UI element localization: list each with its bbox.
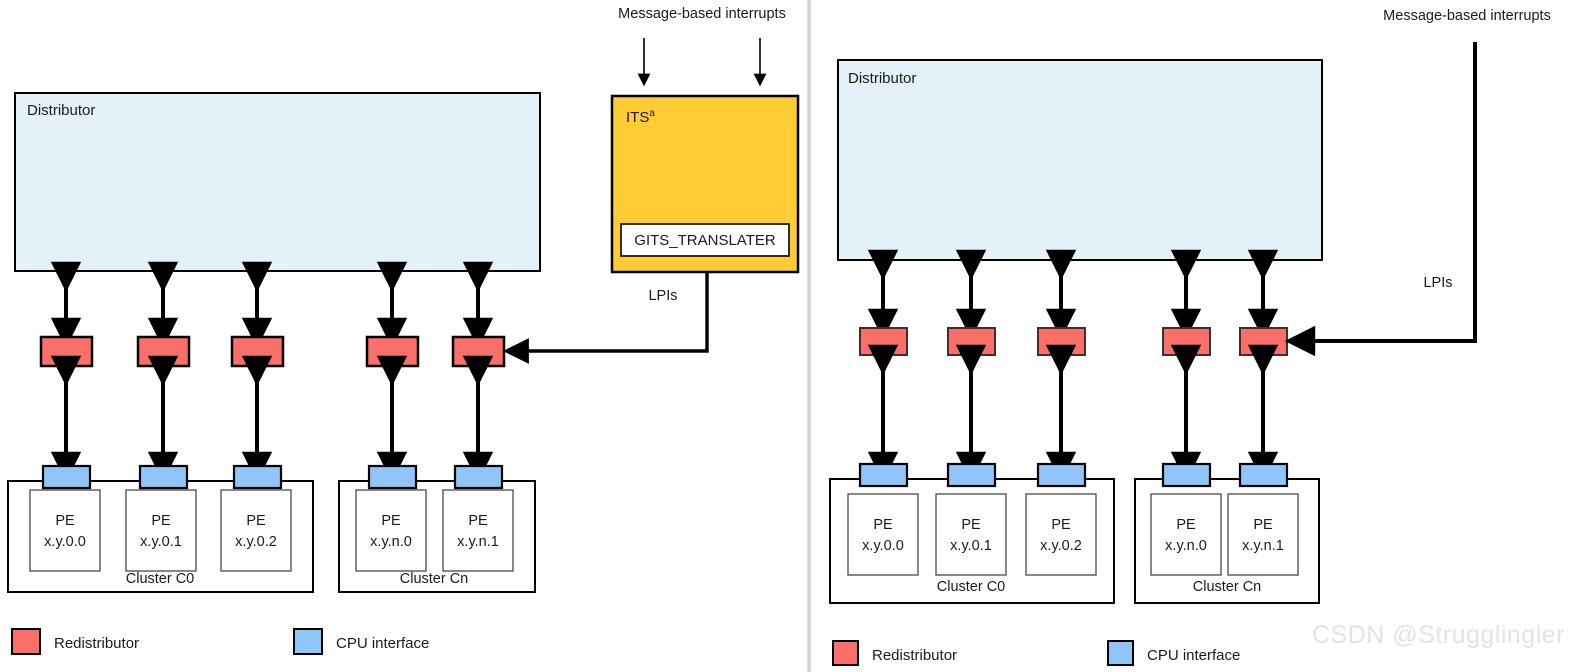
pe-label-line1: PE <box>1253 517 1273 533</box>
pe-box <box>29 489 101 572</box>
pe-label-line2: x.y.0.2 <box>235 534 277 550</box>
pe-label-line2: x.y.n.1 <box>1242 538 1284 554</box>
watermark: CSDN @Strugglingler <box>1311 621 1565 649</box>
pe-label-line1: PE <box>1176 517 1196 533</box>
cpu-interface-box <box>453 464 504 490</box>
pe-label-line2: x.y.0.2 <box>1040 538 1082 554</box>
panel-left: Distributor <box>7 6 800 655</box>
right-cpu-interfaces[interactable] <box>858 462 1289 488</box>
pe-label-line1: PE <box>151 513 171 529</box>
left-lpis-connector: LPIs <box>503 272 709 364</box>
cpu-interface-box <box>946 462 997 488</box>
left-cluster-c0[interactable]: Cluster C0 PE x.y.0.0 PE x.y.0.1 PE x.y.… <box>7 480 314 593</box>
left-msi-arrows <box>637 38 767 87</box>
pe-box <box>1025 493 1097 576</box>
legend-swatch-redistributor <box>832 640 859 666</box>
cpu-interface-box <box>138 464 189 490</box>
left-dist-redist-links <box>50 261 494 349</box>
left-msi-label: Message-based interrupts <box>618 6 786 22</box>
cpu-interface-box <box>1238 462 1289 488</box>
redistributor-box <box>365 335 420 368</box>
pe-box <box>355 489 427 572</box>
right-redistributors[interactable] <box>859 327 1288 356</box>
pe-label-line2: x.y.n.0 <box>370 534 412 550</box>
redistributor-box <box>451 335 506 368</box>
redistributor-box <box>1162 327 1211 356</box>
redistributor-box <box>39 335 94 368</box>
pe-box <box>935 493 1007 576</box>
cpu-interface-box <box>232 464 283 490</box>
redistributor-box <box>1239 327 1288 356</box>
cpu-interface-box <box>1161 462 1212 488</box>
right-redist-cpuif-links <box>867 344 1279 483</box>
left-cpu-interfaces[interactable] <box>41 464 504 490</box>
legend-swatch-cpu-interface <box>293 628 323 655</box>
left-cluster-c0-label: Cluster C0 <box>126 571 195 587</box>
redistributor-box <box>947 327 996 356</box>
pe-box <box>125 489 197 572</box>
panel-right: Distributor <box>829 8 1551 666</box>
pe-box <box>1227 493 1299 576</box>
gits-translater-box <box>620 223 790 257</box>
left-legend: Redistributor CPU interface <box>11 628 429 655</box>
legend-swatch-cpu-interface <box>1107 640 1134 666</box>
pe-label-line1: PE <box>246 513 266 529</box>
cpu-interface-box <box>858 462 909 488</box>
pe-label-line1: PE <box>961 517 981 533</box>
panel-divider <box>806 0 812 672</box>
right-distributor-box[interactable]: Distributor <box>837 59 1323 261</box>
right-lpis-label: LPIs <box>1423 275 1452 291</box>
left-cluster-cn[interactable]: Cluster Cn PE x.y.n.0 PE x.y.n.1 <box>338 480 536 593</box>
legend-label-cpu-interface: CPU interface <box>1147 647 1240 664</box>
left-lpis-label: LPIs <box>648 288 677 304</box>
its-label: ITSa <box>626 108 655 126</box>
redistributor-box <box>136 335 191 368</box>
legend-label-redistributor: Redistributor <box>872 647 957 664</box>
left-redistributors[interactable] <box>39 335 506 368</box>
right-cluster-cn-label: Cluster Cn <box>1193 579 1262 595</box>
pe-label-line2: x.y.0.0 <box>44 534 86 550</box>
left-redist-cpuif-links <box>50 355 494 483</box>
pe-label-line2: x.y.n.1 <box>457 534 499 550</box>
cpu-interface-box <box>41 464 92 490</box>
pe-box <box>220 489 292 572</box>
pe-box <box>847 493 919 576</box>
left-cluster-cn-label: Cluster Cn <box>400 571 469 587</box>
pe-box <box>1150 493 1222 576</box>
pe-label-line1: PE <box>873 517 893 533</box>
pe-label-line2: x.y.n.0 <box>1165 538 1207 554</box>
pe-label-line1: PE <box>381 513 401 529</box>
right-msi-label: Message-based interrupts <box>1383 8 1551 24</box>
legend-label-redistributor: Redistributor <box>54 635 139 652</box>
right-dist-redist-links <box>867 249 1279 340</box>
pe-label-line1: PE <box>55 513 75 529</box>
right-distributor-label: Distributor <box>848 70 916 87</box>
left-distributor-box[interactable]: Distributor <box>14 92 541 272</box>
pe-label-line2: x.y.0.1 <box>950 538 992 554</box>
pe-label-line1: PE <box>468 513 488 529</box>
right-legend: Redistributor CPU interface <box>832 640 1240 666</box>
redistributor-box <box>859 327 908 356</box>
redistributor-box <box>230 335 285 368</box>
legend-label-cpu-interface: CPU interface <box>336 635 429 652</box>
right-lpis-connector: LPIs <box>1284 42 1477 357</box>
gits-translater-label: GITS_TRANSLATER <box>634 232 776 249</box>
pe-label-line2: x.y.0.0 <box>862 538 904 554</box>
legend-swatch-redistributor <box>11 628 41 655</box>
right-cluster-cn[interactable]: Cluster Cn PE x.y.n.0 PE x.y.n.1 <box>1134 478 1320 604</box>
redistributor-box <box>1037 327 1086 356</box>
pe-label-line2: x.y.0.1 <box>140 534 182 550</box>
right-cluster-c0[interactable]: Cluster C0 PE x.y.0.0 PE x.y.0.1 PE x.y.… <box>829 478 1115 604</box>
cpu-interface-box <box>1036 462 1087 488</box>
right-cluster-c0-label: Cluster C0 <box>937 579 1006 595</box>
left-distributor-label: Distributor <box>27 102 95 119</box>
pe-box <box>442 489 514 572</box>
cpu-interface-box <box>367 464 418 490</box>
pe-label-line1: PE <box>1051 517 1071 533</box>
its-box[interactable]: ITSa GITS_TRANSLATER <box>610 94 800 274</box>
